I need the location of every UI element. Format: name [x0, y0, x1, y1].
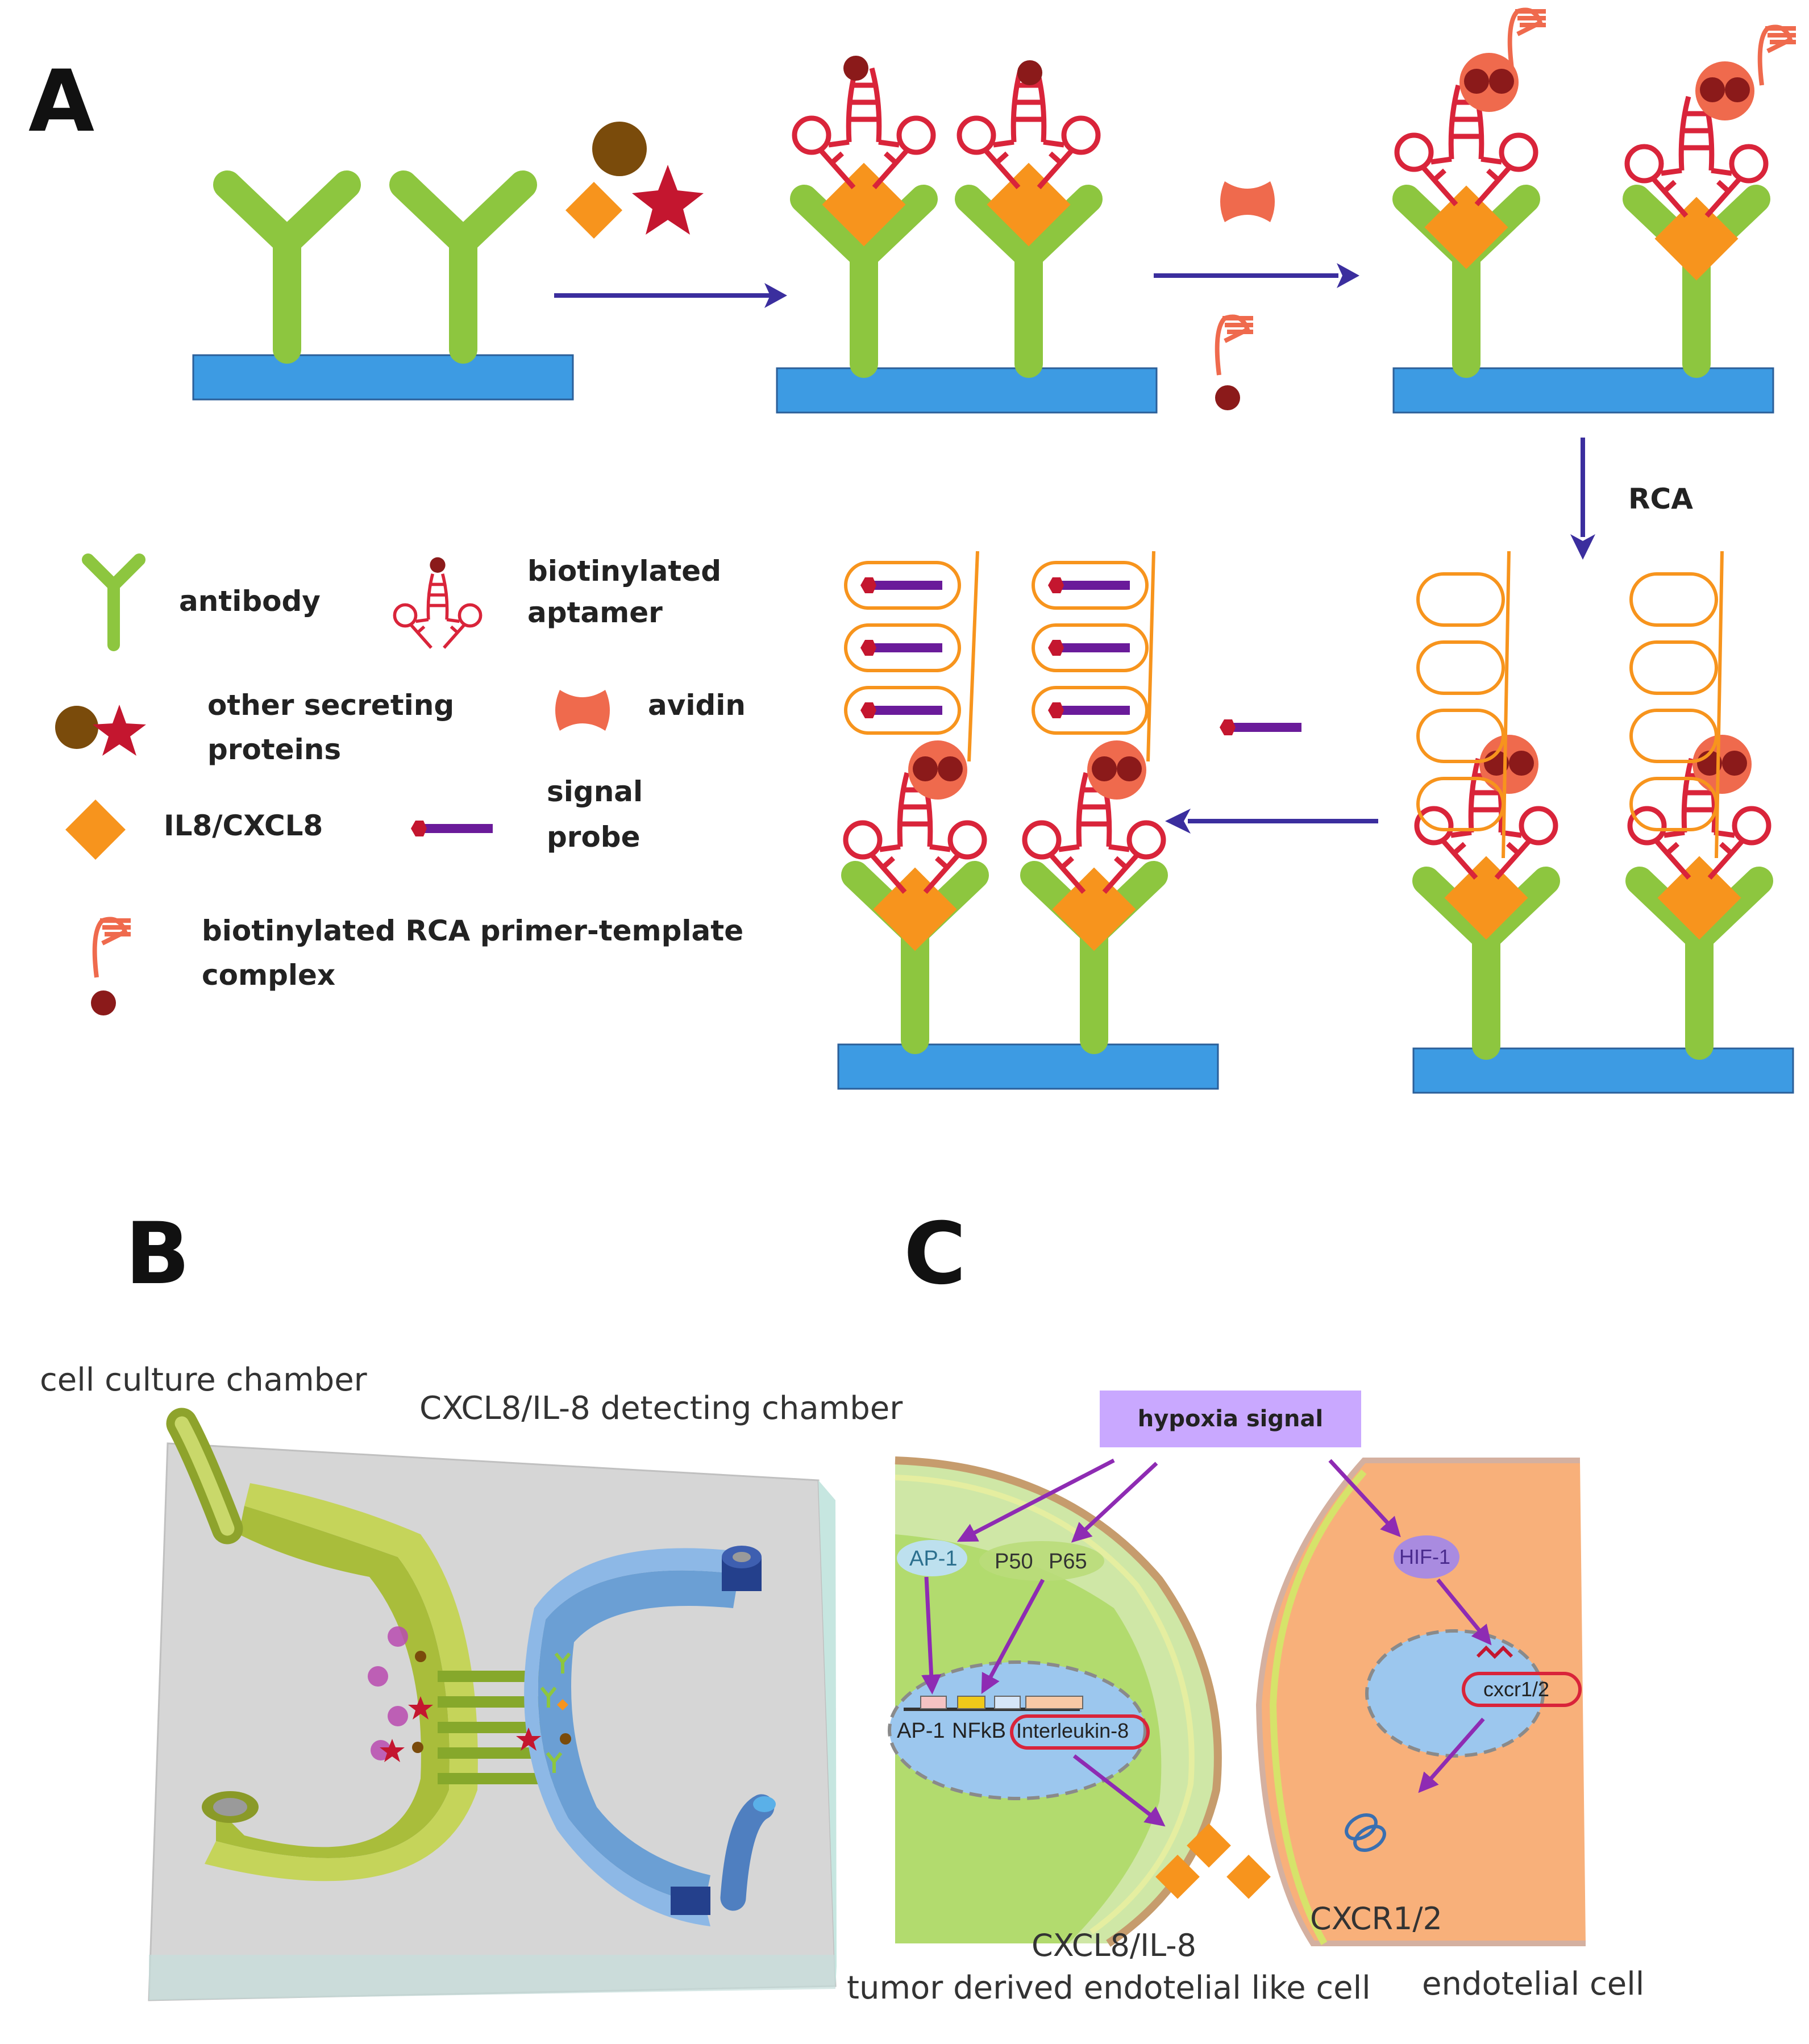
- stage-1-capture-surface: [192, 185, 574, 401]
- panel-b: B cell culture chamber CXCL8/IL-8 detect…: [40, 1205, 903, 2001]
- endothelial-cell-label: endotelial cell: [1422, 1966, 1644, 2003]
- secreted-il8: [1155, 1823, 1271, 1899]
- hairpin-aptamer-icon: [394, 557, 480, 648]
- legend-aptamer-line2: aptamer: [527, 596, 663, 629]
- legend-other-line1: other secreting: [207, 689, 454, 722]
- panel-a: A: [28, 10, 1796, 1094]
- legend-probe-line1: signal: [547, 775, 643, 808]
- legend-aptamer-line1: biotinylated: [527, 555, 721, 588]
- stage-2-aptamer-binding: [776, 56, 1158, 414]
- legend-rca-line1: biotinylated RCA primer-template: [202, 914, 743, 947]
- legend-rca-line2: complex: [202, 959, 335, 992]
- legend-avidin-label: avidin: [648, 689, 746, 722]
- rca-step-label: RCA: [1628, 482, 1693, 515]
- avidin-and-primer-reagents: [1215, 181, 1275, 410]
- primer-template-icon: [91, 919, 131, 1015]
- legend-il8-label: IL8/CXCL8: [164, 809, 323, 842]
- legend-other-line2: proteins: [207, 733, 341, 766]
- pathway-arrows: [921, 1458, 1492, 1827]
- secreted-label: CXCL8/IL-8: [1032, 1928, 1196, 1963]
- panel-c: C hypoxia signal AP-1 NFkB Interleukin-8: [847, 1205, 1644, 2006]
- panel-a-letter: A: [28, 52, 94, 151]
- cxcr-gene-label: cxcr1/2: [1483, 1677, 1549, 1701]
- diamond-icon: [65, 800, 126, 860]
- hif1-label: HIF-1: [1399, 1545, 1450, 1568]
- detecting-chamber: [516, 1546, 776, 1926]
- p65-label: P65: [1049, 1550, 1087, 1573]
- ap1-site-label: AP-1: [897, 1719, 945, 1743]
- culture-chamber-label: cell culture chamber: [40, 1362, 368, 1398]
- tumor-cell-label: tumor derived endotelial like cell: [847, 1970, 1371, 2006]
- nfkb-site-label: NFkB: [952, 1719, 1006, 1743]
- receptor-label: CXCR1/2: [1310, 1901, 1442, 1937]
- tumor-derived-cell: AP-1 NFkB Interleukin-8 AP-1 P50 P65: [888, 1456, 1222, 1947]
- hypoxia-signal-box: hypoxia signal: [1100, 1391, 1361, 1447]
- legend-antibody-label: antibody: [179, 585, 321, 618]
- arrow-rca: [1570, 438, 1595, 560]
- legend-probe-line2: probe: [547, 821, 641, 854]
- panel-c-letter: C: [904, 1205, 966, 1304]
- stage-4-rca-product: [1413, 551, 1794, 1094]
- avidin-icon: [555, 690, 610, 731]
- stage-5-probe-hybridized: [837, 551, 1219, 1090]
- arrow-step-1: [554, 283, 787, 308]
- arrow-step-4: [1165, 809, 1378, 834]
- stage-3-avidin-primer: [1394, 10, 1796, 414]
- p50-label: P50: [995, 1550, 1033, 1573]
- sample-proteins-mix: [565, 122, 704, 239]
- ap1-factor-label: AP-1: [909, 1547, 957, 1571]
- receptor-icon: [1345, 1813, 1386, 1852]
- arrow-step-2: [1154, 263, 1359, 288]
- cell-culture-chamber: [166, 1408, 478, 1881]
- y-antibody-icon: [82, 553, 145, 651]
- legend: antibody biotinylated aptamer other secr…: [55, 553, 746, 1015]
- detect-chamber-label: CXCL8/IL-8 detecting chamber: [419, 1390, 903, 1427]
- signal-probe-icon: [411, 821, 493, 836]
- signal-probe-reagent: [1220, 719, 1301, 735]
- circle-and-star-icon: [55, 705, 146, 756]
- panel-b-letter: B: [125, 1205, 190, 1304]
- endothelial-cell: HIF-1 cxcr1/2: [1255, 1458, 1586, 1946]
- connecting-channels: [438, 1671, 551, 1784]
- hypoxia-label: hypoxia signal: [1138, 1406, 1323, 1432]
- il8-gene-label: Interleukin-8: [1016, 1719, 1129, 1742]
